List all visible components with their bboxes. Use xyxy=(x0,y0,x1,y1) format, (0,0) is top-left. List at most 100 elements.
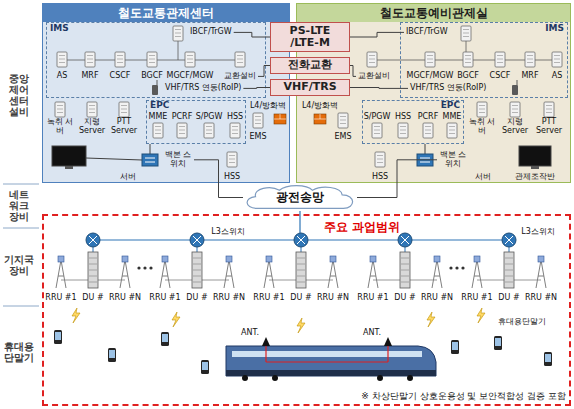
server-node: IBCF/TrGW xyxy=(404,27,450,38)
ims-group: IMSIBCF/TrGW교환설비VHF/TRS 연동(RoIP) xyxy=(46,22,266,98)
lan-wire xyxy=(150,144,151,154)
server-icon xyxy=(367,52,377,67)
train-windows xyxy=(232,351,422,357)
handset-icon xyxy=(54,330,62,344)
server-slot xyxy=(155,126,161,127)
server-slot xyxy=(229,155,235,156)
switch-arrow xyxy=(145,162,155,163)
server-slot xyxy=(179,133,185,134)
node-text: 전화교환 xyxy=(285,59,335,71)
firewall-icon xyxy=(314,114,326,124)
server-slot xyxy=(155,130,161,131)
part-label: 녹취 서버 xyxy=(45,118,75,136)
handset-screen xyxy=(202,362,208,370)
rack-slot xyxy=(297,258,305,259)
server-slot xyxy=(449,133,455,134)
rack-slot xyxy=(193,270,201,271)
server-body xyxy=(177,123,187,138)
server-body xyxy=(185,52,195,67)
server-icon xyxy=(463,52,473,67)
part-label: 관제조작반 xyxy=(515,173,555,182)
part-label: RRU #1 xyxy=(357,294,388,303)
server-slot xyxy=(232,133,238,134)
connector-line xyxy=(258,66,270,77)
radio-link-bolt xyxy=(172,312,180,327)
switch-body xyxy=(142,154,158,166)
server-slot xyxy=(255,123,261,124)
part-label: L3스위치 xyxy=(211,228,245,237)
handset-icon xyxy=(494,336,502,350)
server-slot xyxy=(149,55,155,56)
server-slot xyxy=(374,133,380,134)
part-label: BGCF xyxy=(141,72,163,81)
server-icon xyxy=(477,102,487,117)
ellipsis-dot xyxy=(455,266,458,269)
server-slot xyxy=(427,62,433,63)
switch-drop xyxy=(405,247,406,252)
rack-slot xyxy=(505,282,513,283)
part-label: MGCF/MGW xyxy=(167,72,214,81)
train-underframe xyxy=(226,370,436,376)
rack-slot xyxy=(297,282,305,283)
server-slot xyxy=(465,59,471,60)
rack-slot xyxy=(193,264,201,265)
server-slot xyxy=(89,105,95,106)
du-rack xyxy=(400,252,410,288)
switch-arrow xyxy=(89,236,97,244)
node-text: 광전송망 xyxy=(276,191,324,204)
switch-drop xyxy=(197,247,198,252)
server-slot xyxy=(179,130,185,131)
server-slot xyxy=(175,36,181,37)
server-slot xyxy=(237,55,243,56)
rack-slot xyxy=(505,276,513,277)
node-text: EPC xyxy=(363,101,463,111)
fronthaul-line xyxy=(269,280,333,281)
handset-icon xyxy=(161,332,169,346)
part-label: HSS xyxy=(395,113,411,122)
server-body xyxy=(477,102,487,117)
section-divider xyxy=(3,228,39,229)
rack-slot xyxy=(89,270,97,271)
train-body xyxy=(226,346,436,376)
firewall-body xyxy=(314,114,326,124)
l3-switch-icon xyxy=(502,233,516,247)
server-body xyxy=(85,52,95,67)
ims-bus xyxy=(372,60,557,61)
rru-tower-icon xyxy=(120,256,130,288)
rack-slot xyxy=(401,276,409,277)
radio-link-bolt xyxy=(477,308,485,323)
server-slot xyxy=(89,109,95,110)
server-body xyxy=(87,102,97,117)
server-body xyxy=(204,123,214,138)
switch-arrow xyxy=(297,236,305,244)
server-icon xyxy=(173,26,183,41)
switch-arrow xyxy=(193,236,201,244)
switch-arrow xyxy=(297,236,305,244)
brick-line xyxy=(274,119,286,120)
rru-unit xyxy=(58,256,64,262)
handset-icon xyxy=(108,348,116,362)
handset-screen xyxy=(545,354,551,362)
part-label: 녹취 서버 xyxy=(467,118,497,136)
server-slot xyxy=(546,112,552,113)
server-body xyxy=(55,102,65,117)
server-slot xyxy=(340,120,346,121)
node-text: 교환설비 xyxy=(358,72,390,81)
server-icon xyxy=(525,52,535,67)
rack-slot xyxy=(401,264,409,265)
server-body xyxy=(425,52,435,67)
part-label: RRU #N xyxy=(421,294,453,303)
part-label: HSS xyxy=(372,173,388,182)
server-node: IBCF/TrGW xyxy=(188,27,234,38)
server-icon xyxy=(461,26,471,41)
server-slot xyxy=(340,116,346,117)
server-body xyxy=(147,52,157,67)
switch-body xyxy=(502,233,516,247)
epc-group: EPC xyxy=(146,100,246,144)
rru-unit xyxy=(162,256,168,262)
lan-wire xyxy=(86,158,142,160)
rack-slot xyxy=(89,276,97,277)
part-label: RRU #N xyxy=(317,294,349,303)
server-icon xyxy=(495,52,505,67)
